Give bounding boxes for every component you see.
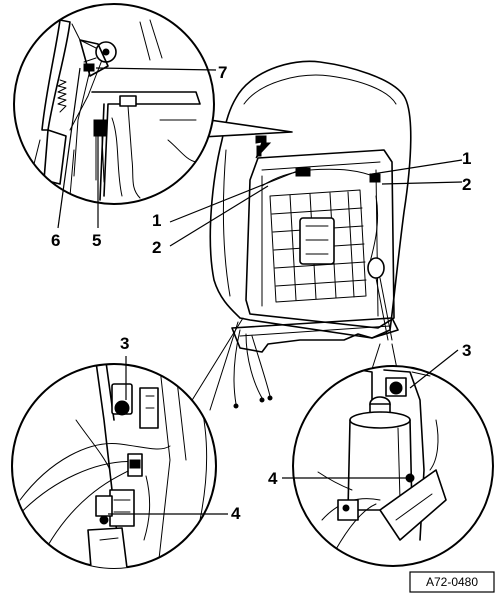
callout-6: 6 [51,231,60,250]
spring-icon [57,79,67,113]
callout-4-right: 4 [268,469,278,488]
callout-2-right: 2 [462,175,471,194]
callout-5: 5 [92,231,101,250]
detail-view-bottom-right [282,349,494,567]
seat-backrest [181,60,412,411]
callout-2-left: 2 [152,238,161,257]
reference-code-text: A72-0480 [426,575,478,589]
detail-view-bottom-left [11,356,228,569]
callout-3-left: 3 [120,334,129,353]
bolt-icon [111,383,133,416]
callout-3-right: 3 [462,341,471,360]
connector-icon [95,489,135,527]
callout-1-left: 1 [152,211,161,230]
callout-7: 7 [218,63,227,82]
detail-view-top-left [13,3,217,229]
figure-reference-code: A72-0480 [409,571,495,593]
cylinder-icon [347,396,413,511]
seat-frame-grid [269,189,367,303]
callout-1-right: 1 [462,149,471,168]
callout-4-left: 4 [231,504,241,523]
direction-arrow-icon [255,135,272,159]
